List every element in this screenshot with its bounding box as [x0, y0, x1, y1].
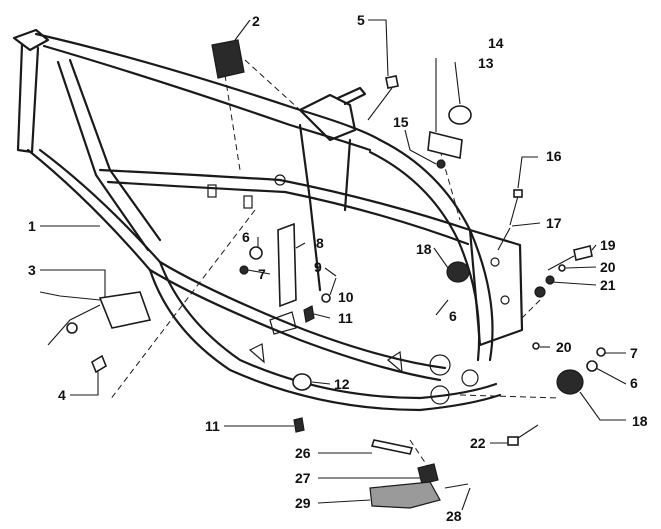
callout-label: 2 [252, 13, 260, 29]
callout-label: 13 [478, 55, 494, 71]
callout-leaders [40, 19, 627, 511]
callout-label: 29 [295, 495, 311, 511]
callout-label: 17 [546, 215, 562, 231]
callout-label: 1 [28, 218, 36, 234]
callout-labels: 1 2 3 4 5 6 6 6 7 7 8 9 10 11 11 12 13 1… [28, 12, 648, 524]
callout-label: 12 [334, 376, 350, 392]
callout-label: 26 [295, 445, 311, 461]
callout-label: 11 [205, 418, 220, 434]
callout-label: 18 [416, 241, 432, 257]
callout-label: 4 [58, 387, 66, 403]
callout-label: 18 [632, 413, 648, 429]
callout-label: 8 [316, 235, 324, 251]
callout-label: 6 [449, 308, 457, 324]
callout-label: 11 [338, 310, 353, 326]
callout-label: 10 [338, 289, 354, 305]
callout-label: 21 [600, 277, 616, 293]
main-frame [12, 28, 524, 412]
callout-label: 6 [630, 375, 638, 391]
callout-label: 3 [28, 262, 36, 278]
callout-label: 20 [600, 259, 616, 275]
callout-label: 7 [630, 345, 638, 361]
callout-label: 22 [470, 435, 486, 451]
parts [39, 39, 606, 509]
callout-label: 19 [600, 237, 616, 253]
callout-label: 15 [393, 114, 409, 130]
callout-label: 27 [295, 470, 311, 486]
callout-label: 9 [314, 259, 322, 275]
callout-label: 28 [446, 508, 462, 524]
callout-label: 20 [556, 339, 572, 355]
callout-label: 7 [258, 266, 266, 282]
callout-label: 6 [242, 229, 250, 245]
callout-label: 5 [357, 12, 365, 28]
callout-label: 14 [488, 35, 504, 51]
callout-label: 16 [546, 148, 562, 164]
